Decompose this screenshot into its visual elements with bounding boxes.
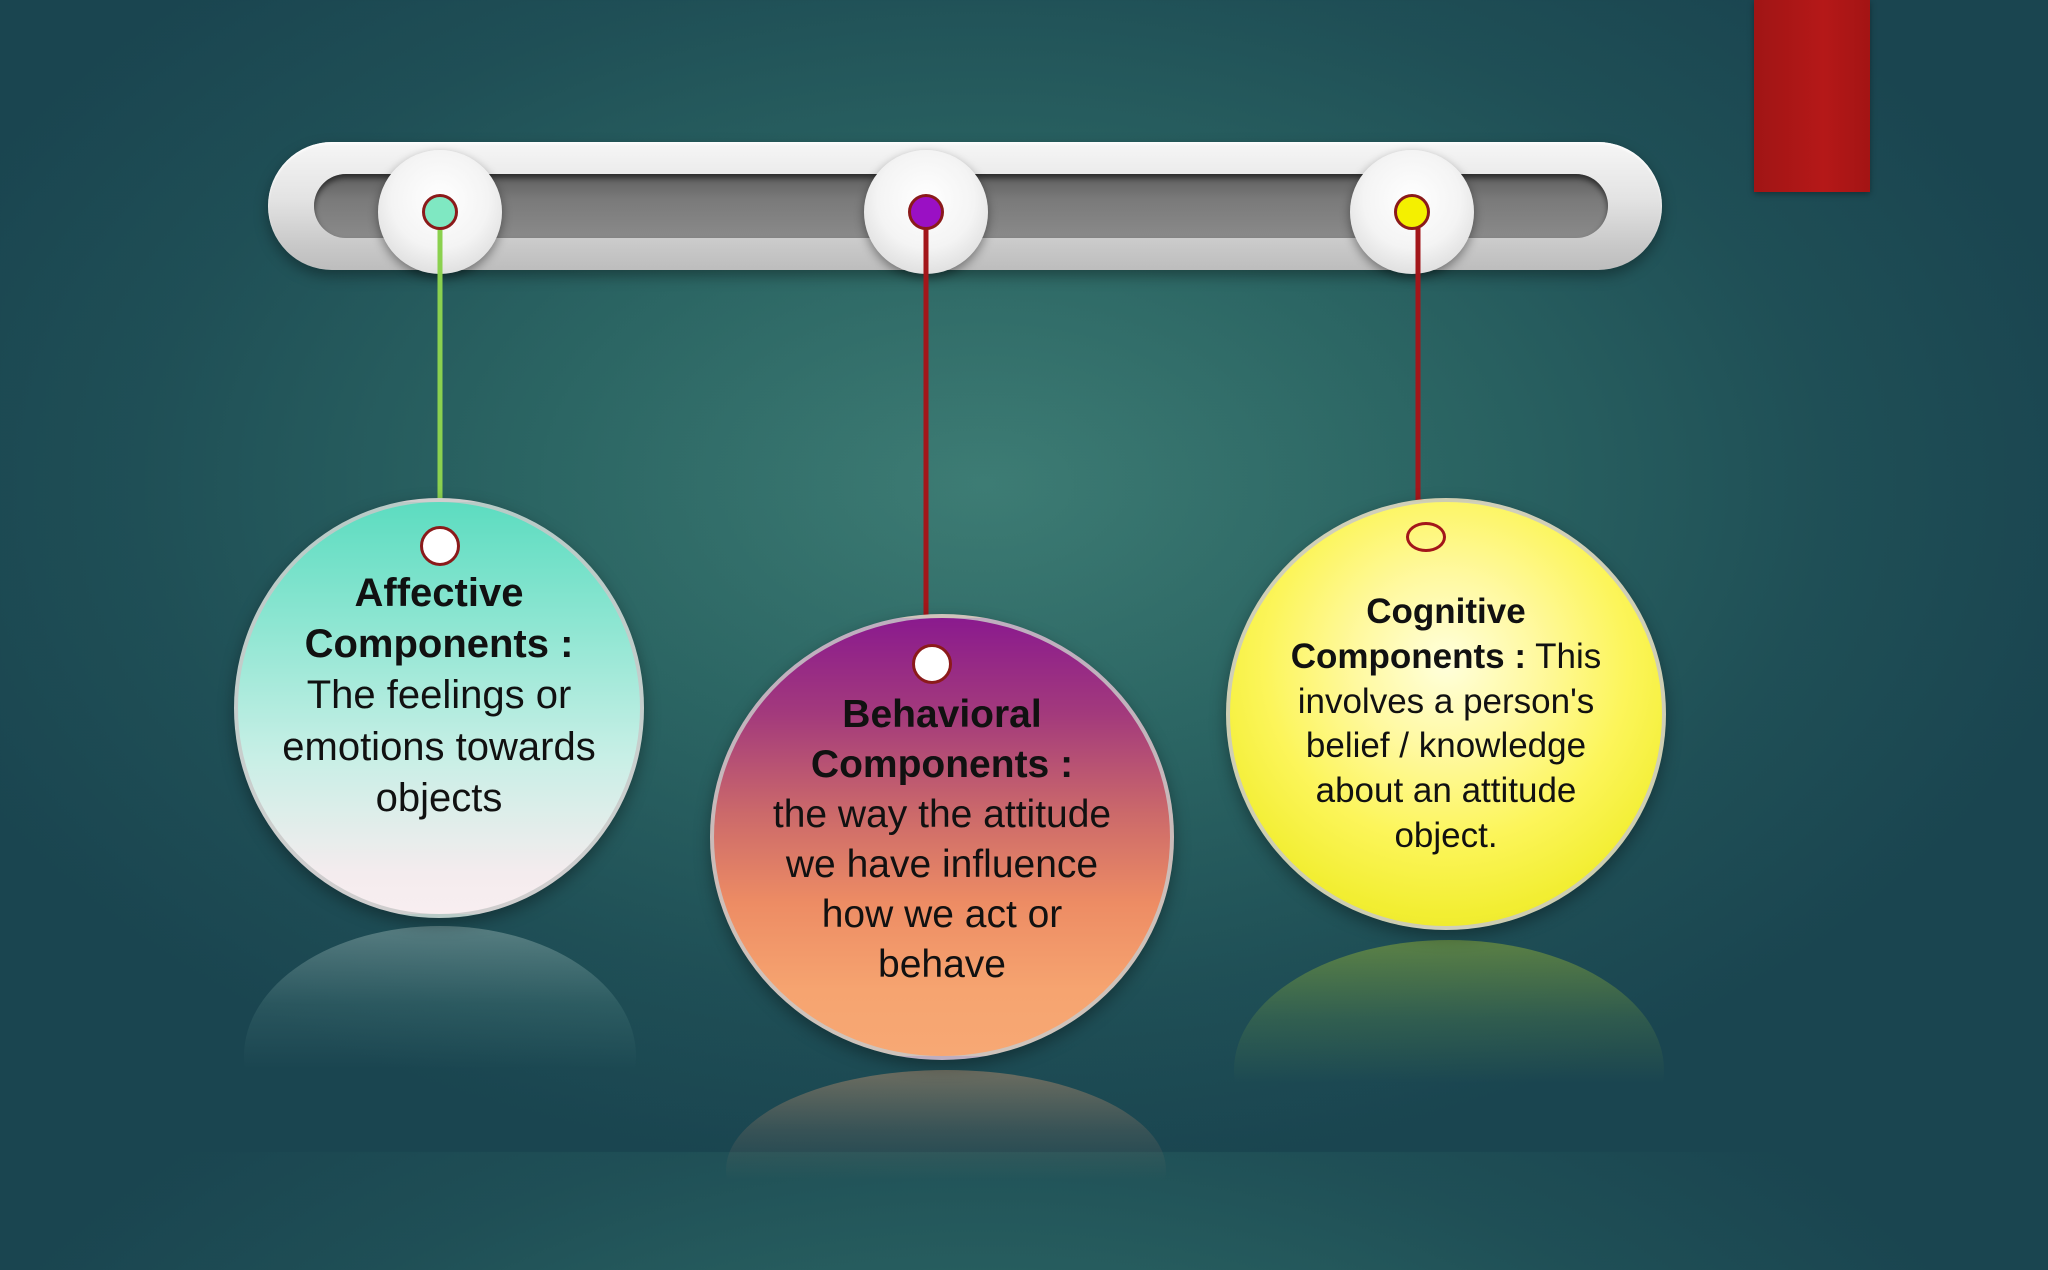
bubble-behavioral: Behavioral Components : the way the atti… bbox=[710, 614, 1174, 1060]
bubble-affective: Affective Components : The feelings or e… bbox=[234, 498, 644, 918]
affective-text: Affective Components : The feelings or e… bbox=[269, 568, 609, 824]
cognitive-reflection bbox=[1234, 940, 1664, 1200]
bubble-ring-cognitive bbox=[1406, 522, 1446, 552]
dot-affective bbox=[422, 194, 458, 230]
bubble-ring-affective bbox=[420, 526, 460, 566]
affective-title: Affective Components : bbox=[304, 571, 574, 667]
dot-behavioral bbox=[908, 194, 944, 230]
cognitive-title: Cognitive Components : bbox=[1290, 592, 1527, 676]
affective-reflection bbox=[244, 926, 636, 1186]
dot-cognitive bbox=[1394, 194, 1430, 230]
bubble-ring-behavioral bbox=[912, 644, 952, 684]
behavioral-text: Behavioral Components : the way the atti… bbox=[772, 690, 1112, 989]
accent-block bbox=[1754, 0, 1870, 192]
affective-description: The feelings or emotions towards objects bbox=[282, 673, 596, 820]
bubble-cognitive: Cognitive Components : This involves a p… bbox=[1226, 498, 1666, 930]
cognitive-text: Cognitive Components : This involves a p… bbox=[1269, 590, 1623, 859]
behavioral-description: the way the attitude we have influence h… bbox=[772, 792, 1112, 986]
behavioral-reflection bbox=[726, 1070, 1166, 1270]
behavioral-title: Behavioral Components : bbox=[810, 693, 1074, 786]
cognitive-description: This involves a person's belief / knowle… bbox=[1297, 636, 1602, 855]
